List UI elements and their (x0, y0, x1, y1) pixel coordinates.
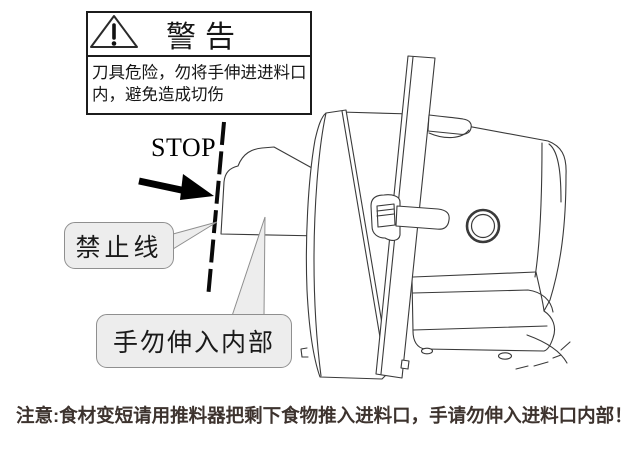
warning-box: 警告 刀具危险，勿将手伸进进料口 内，避免造成切伤 (86, 11, 312, 115)
machine-base (412, 289, 554, 360)
base-foot (497, 352, 513, 360)
direction-arrow-icon (138, 174, 214, 200)
table-surface-line (515, 334, 571, 370)
warning-triangle-icon (90, 15, 138, 48)
feed-tray (220, 146, 323, 237)
clamp-knob (370, 194, 450, 241)
top-tab (427, 114, 472, 139)
machine-body-top-edge (339, 111, 413, 115)
note-text: 注意:食材变短请用推料器把剩下食物推入进料口，手请勿伸入进料口内部！ (16, 405, 631, 426)
front-plate (300, 109, 391, 380)
power-button (465, 208, 501, 244)
warning-body-line: 刀具危险，勿将手伸进进料口 (92, 63, 307, 82)
warning-box-header: 警告 (88, 13, 310, 57)
callout-pointer (172, 221, 218, 250)
warning-body-line: 内，避免造成切伤 (92, 85, 224, 104)
no-hands-callout: 手勿伸入内部 (96, 314, 292, 368)
warning-title: 警告 (166, 21, 244, 54)
stop-label: STOP (151, 133, 217, 162)
prohibition-line-callout: 禁止线 (64, 222, 174, 269)
warning-body: 刀具危险，勿将手伸进进料口 内，避免造成切伤 (88, 57, 310, 113)
base-foot (420, 347, 434, 355)
